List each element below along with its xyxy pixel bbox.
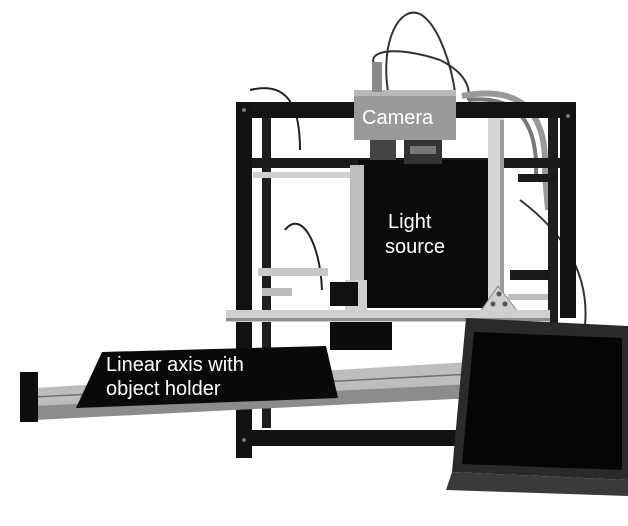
- camera-label: Camera: [362, 107, 434, 129]
- frame-post-right-back: [548, 108, 558, 328]
- linear-axis-label-line2: object holder: [106, 378, 221, 400]
- camera-body: [354, 90, 456, 140]
- linear-axis-label-line1: Linear axis with: [106, 354, 244, 376]
- frame-post-right: [560, 106, 576, 318]
- camera-cable-2: [372, 50, 470, 101]
- laptop-screen: [462, 332, 622, 470]
- frame-bottom-bar: [240, 430, 462, 446]
- light-source-label-line1: Light: [388, 211, 432, 233]
- rail-end-cap: [20, 372, 38, 422]
- light-source-box: [358, 160, 496, 308]
- object-holder: [76, 346, 338, 408]
- laptop-base: [446, 472, 628, 496]
- light-source-label-line2: source: [385, 236, 446, 258]
